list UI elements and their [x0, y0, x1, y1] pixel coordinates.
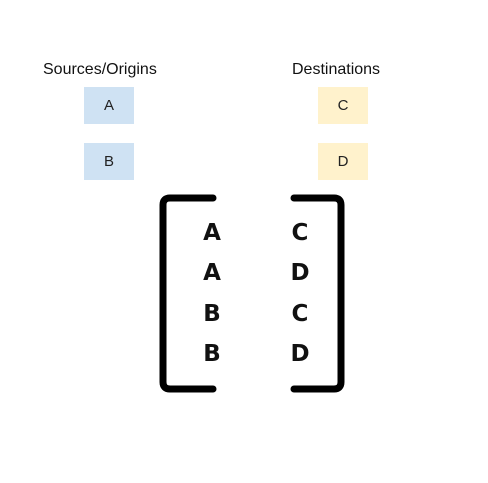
matrix-cell-origin: A [203, 220, 221, 246]
destinations-heading: Destinations [292, 61, 381, 78]
matrix-cell-destination: C [291, 220, 309, 246]
source-node-b: B [84, 143, 134, 180]
matrix-cell-origin: A [203, 260, 221, 286]
sources-heading: Sources/Origins [43, 61, 157, 78]
right-bracket [290, 194, 345, 393]
matrix-cell-destination: D [290, 260, 310, 286]
source-node-a: A [84, 87, 134, 124]
destination-node-d: D [318, 143, 368, 180]
matrix-cell-origin: B [203, 301, 221, 327]
matrix-cell-destination: C [291, 301, 309, 327]
matrix-cell-origin: B [203, 341, 221, 367]
destination-node-c: C [318, 87, 368, 124]
left-bracket [159, 194, 217, 393]
matrix-cell-destination: D [290, 341, 310, 367]
